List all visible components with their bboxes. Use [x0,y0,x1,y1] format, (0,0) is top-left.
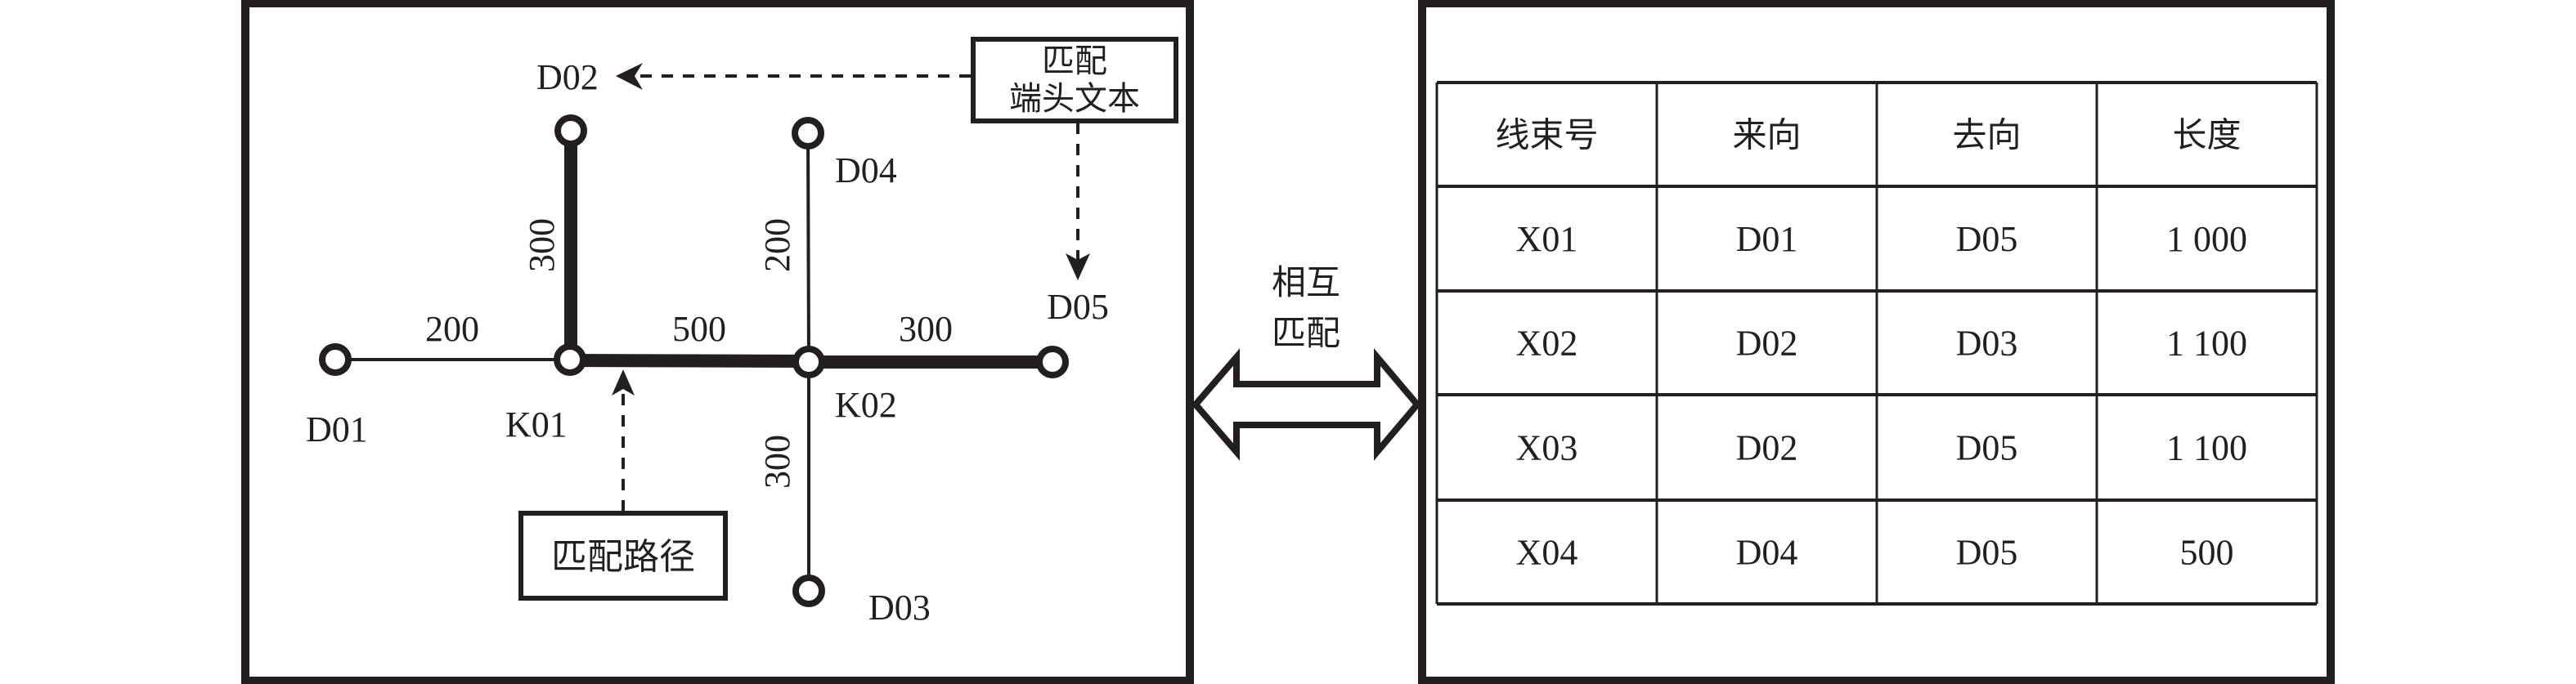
node-D04[interactable] [792,117,824,150]
table-cell: D05 [1956,219,2018,259]
edge-K01-K02[interactable] [569,354,810,368]
terminal-text-box-line1: 匹配 [1042,42,1107,80]
label-D05: D05 [1047,287,1109,327]
table-cell: X02 [1516,324,1578,364]
left-panel-frame [241,0,1194,684]
table-header-cell: 长度 [2172,115,2241,155]
arrowhead-up-icon [612,369,635,396]
node-D05[interactable] [1036,346,1069,378]
mutual-match: 相互 匹配 [1191,262,1422,461]
length-K01-K02: 500 [672,309,726,349]
table-cell: X03 [1516,428,1578,468]
table-cell: 1 000 [2166,219,2247,259]
terminal-text-annotation: 匹配 端头文本 [616,37,1178,280]
table-cell: D01 [1736,219,1798,259]
node-D03[interactable] [792,574,825,607]
table-cell: X04 [1516,533,1578,573]
table-cell: D05 [1956,428,2018,468]
mutual-match-label-line1: 相互 [1272,262,1340,302]
edge-K02-D04[interactable] [806,132,810,363]
right-panel-frame [1418,0,2335,684]
length-K02-D04: 200 [757,218,797,272]
table-cell: D02 [1736,428,1798,468]
table-cell: 1 100 [2166,324,2247,364]
table-cell: 1 100 [2166,428,2247,468]
network-edges [335,131,1052,591]
table-header-cell: 线束号 [1495,115,1598,155]
left-panel: D01 K01 K02 D02 D03 D04 D05 200 300 500 … [241,0,1194,684]
node-K02[interactable] [792,346,825,378]
network-nodes [319,114,1069,607]
node-D01[interactable] [319,343,352,376]
path-box-label: 匹配路径 [551,536,695,578]
label-K01: K01 [505,405,568,445]
table-cell: X01 [1516,219,1578,259]
path-box[interactable] [518,511,728,601]
length-K01-D02: 300 [522,218,562,272]
length-K02-D03: 300 [757,435,797,489]
table-header-cell: 来向 [1732,115,1801,155]
mutual-match-label-line2: 匹配 [1272,313,1340,353]
edge-length-labels: 200 300 500 300 200 300 [425,218,953,489]
table-cell: 500 [2180,533,2234,573]
label-D01: D01 [306,409,368,449]
arrowhead-left-icon [616,63,643,90]
table-cell: D02 [1736,324,1798,364]
path-annotation: 匹配路径 [518,369,728,601]
label-D03: D03 [868,588,931,628]
label-K02: K02 [835,385,897,425]
label-D02: D02 [536,57,599,97]
terminal-text-box[interactable] [971,37,1178,123]
node-labels: D01 K01 K02 D02 D03 D04 D05 [306,57,1109,628]
length-K02-D05: 300 [899,309,953,349]
table-cell: D05 [1956,533,2018,573]
double-arrow-icon [1191,348,1422,461]
terminal-text-box-line2: 端头文本 [1009,80,1140,118]
label-D04: D04 [835,150,897,190]
node-K01[interactable] [554,343,586,376]
length-D01-K01: 200 [425,309,479,349]
arrowhead-down-icon [1066,253,1090,280]
node-D02[interactable] [554,114,587,147]
table-cell: D03 [1956,324,2018,364]
table-cell: D04 [1736,533,1798,573]
table-header-cell: 去向 [1952,115,2021,155]
